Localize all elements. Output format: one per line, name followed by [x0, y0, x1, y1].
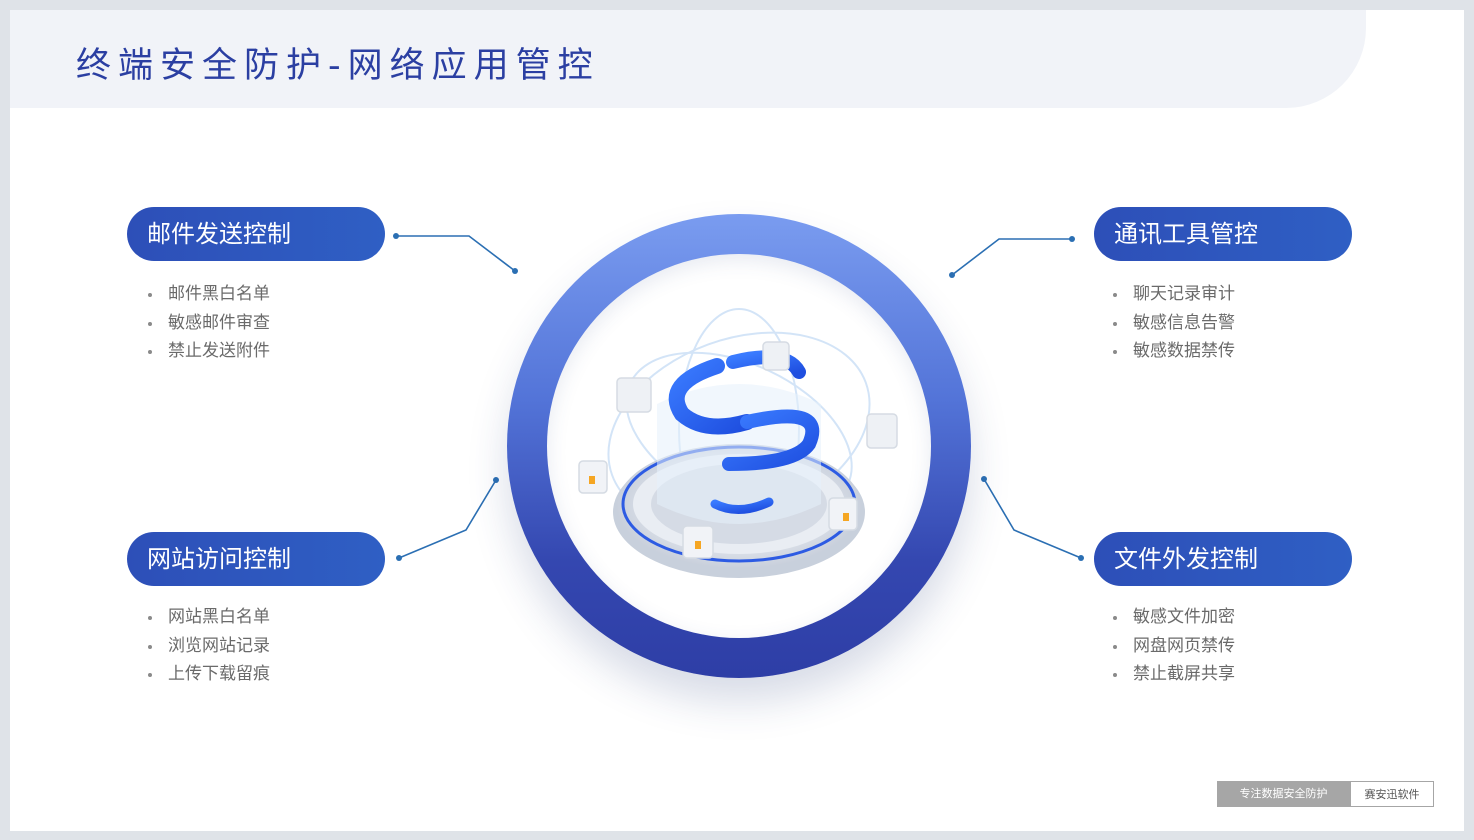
connector-web	[398, 479, 497, 559]
list-item: 上传下载留痕	[146, 660, 270, 689]
connector-dot	[949, 272, 955, 278]
connector-dot	[493, 477, 499, 483]
connector-dot	[396, 555, 402, 561]
list-item: 禁止发送附件	[146, 337, 270, 366]
center-ring-inner	[547, 254, 931, 638]
list-item: 敏感数据禁传	[1111, 337, 1235, 366]
connector-lines	[393, 233, 1084, 561]
list-item: 敏感文件加密	[1111, 603, 1235, 632]
center-ring	[507, 214, 971, 678]
section-list-web: 网站黑白名单 浏览网站记录 上传下载留痕	[146, 603, 270, 689]
page-title: 终端安全防护-网络应用管控	[76, 46, 600, 86]
list-item: 网站黑白名单	[146, 603, 270, 632]
section-label-web: 网站访问控制	[127, 532, 385, 586]
list-item: 聊天记录审计	[1111, 280, 1235, 309]
connector-file	[983, 478, 1082, 559]
header-band	[10, 10, 1366, 108]
section-list-file: 敏感文件加密 网盘网页禁传 禁止截屏共享	[1111, 603, 1235, 689]
list-item: 禁止截屏共享	[1111, 660, 1235, 689]
connector-dot	[1069, 236, 1075, 242]
slide: 终端安全防护-网络应用管控 邮件发送控制 邮件黑白名单 敏感邮件审查 禁止发送附…	[10, 10, 1464, 831]
section-list-im: 聊天记录审计 敏感信息告警 敏感数据禁传	[1111, 280, 1235, 366]
list-item: 网盘网页禁传	[1111, 632, 1235, 661]
section-label-email: 邮件发送控制	[127, 207, 385, 261]
s-spiral-emblem-icon	[578, 308, 898, 578]
connector-email	[396, 235, 516, 272]
footer-brand: 赛安迅软件	[1350, 781, 1434, 807]
list-item: 敏感信息告警	[1111, 309, 1235, 338]
list-item: 敏感邮件审查	[146, 309, 270, 338]
connector-dot	[512, 268, 518, 274]
list-item: 浏览网站记录	[146, 632, 270, 661]
connector-dot	[1078, 555, 1084, 561]
connector-dot	[981, 476, 987, 482]
connector-dot	[393, 233, 399, 239]
connector-im	[951, 238, 1072, 276]
list-item: 邮件黑白名单	[146, 280, 270, 309]
section-label-file: 文件外发控制	[1094, 532, 1352, 586]
section-list-email: 邮件黑白名单 敏感邮件审查 禁止发送附件	[146, 280, 270, 366]
footer-slogan: 专注数据安全防护	[1217, 781, 1350, 807]
section-label-im: 通讯工具管控	[1094, 207, 1352, 261]
